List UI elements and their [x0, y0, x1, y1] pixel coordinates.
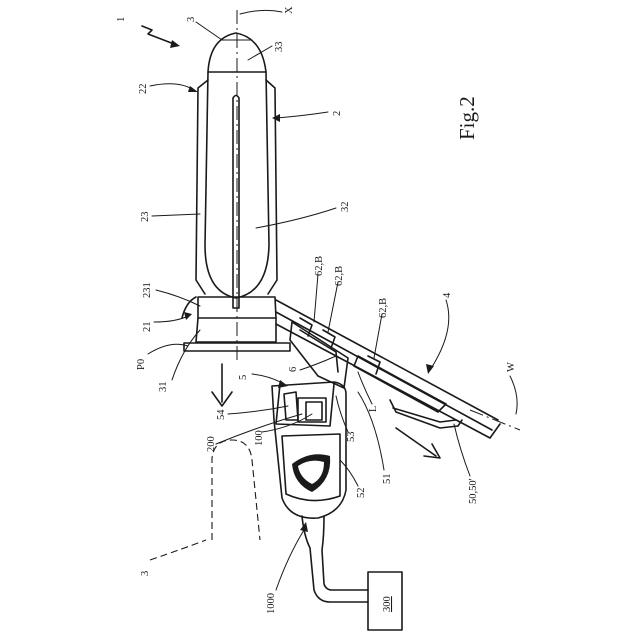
ref-2-leader — [276, 112, 328, 118]
label-l: L — [368, 406, 379, 412]
ref-62b-1-leader — [314, 274, 318, 322]
label-32: 32 — [340, 202, 351, 213]
label-51: 51 — [382, 474, 393, 485]
label-53: 53 — [346, 432, 357, 443]
label-200: 200 — [206, 436, 217, 452]
w-axis-line — [470, 410, 520, 430]
ref-3-leader — [196, 22, 222, 40]
label-21: 21 — [142, 322, 153, 333]
ref-1-zigzag — [142, 26, 174, 44]
center-slot — [233, 96, 239, 309]
label-p0: P0 — [136, 359, 147, 370]
label-100: 100 — [254, 430, 265, 446]
ref-51-leader — [358, 392, 384, 470]
ref-23-leader — [152, 214, 200, 216]
ref-5050-leader — [454, 424, 470, 476]
ref-62b-3-leader — [374, 314, 382, 358]
diag-arrow-head — [424, 444, 440, 458]
ref-22-leader — [150, 84, 194, 90]
cable-outer — [302, 516, 368, 602]
label-5050: 50,50' — [468, 478, 479, 504]
x-axis-leader — [240, 10, 282, 14]
label-w-axis: W — [506, 362, 517, 372]
label-62b-1: 62,B — [314, 256, 325, 276]
ref-l-leader — [358, 372, 372, 404]
connector-body — [290, 322, 348, 388]
label-x-axis: X — [284, 6, 295, 14]
w-axis-leader — [510, 376, 517, 414]
label-300: 300 — [382, 596, 393, 612]
ref-100-leader — [262, 414, 312, 432]
user-finger-leader — [150, 540, 206, 560]
label-4: 4 — [442, 292, 453, 298]
label-54: 54 — [216, 409, 227, 420]
figure-title: Fig.2 — [455, 96, 479, 140]
ref-p0-leader — [148, 344, 188, 354]
ref-5-leader — [252, 374, 284, 384]
label-3-bottom: 3 — [140, 571, 151, 576]
ref-4-leader — [430, 300, 449, 370]
label-62b-3: 62,B — [378, 298, 389, 318]
ref-21-arrowhead — [184, 312, 192, 320]
ref-33-leader — [248, 46, 272, 60]
ref-22-arrowhead — [188, 86, 198, 92]
label-22: 22 — [138, 84, 149, 95]
ref-1000-leader — [276, 530, 304, 590]
user-finger-outline — [212, 440, 260, 540]
label-231: 231 — [142, 282, 153, 298]
battery-100 — [306, 402, 322, 420]
diag-arrow-shaft — [396, 428, 436, 456]
label-6: 6 — [288, 367, 299, 372]
cable-inner — [322, 516, 368, 590]
label-31: 31 — [158, 382, 169, 393]
label-33: 33 — [274, 42, 285, 53]
base-lower — [196, 318, 276, 342]
ref-1-arrowhead — [170, 40, 180, 48]
label-5: 5 — [238, 375, 249, 380]
ref-1000-arrowhead — [300, 522, 308, 532]
ref-62b-2-leader — [328, 282, 338, 332]
label-23: 23 — [140, 212, 151, 223]
ref-52-leader — [340, 460, 358, 486]
label-52: 52 — [356, 488, 367, 499]
label-3-top: 3 — [186, 17, 197, 22]
label-62b-2: 62,B — [334, 266, 345, 286]
label-1: 1 — [116, 17, 127, 22]
ref-6-leader — [300, 356, 336, 370]
label-2: 2 — [332, 111, 343, 116]
ref-54-leader — [228, 406, 288, 414]
arm-bottom-edge — [276, 324, 500, 438]
label-1000: 1000 — [266, 593, 277, 614]
